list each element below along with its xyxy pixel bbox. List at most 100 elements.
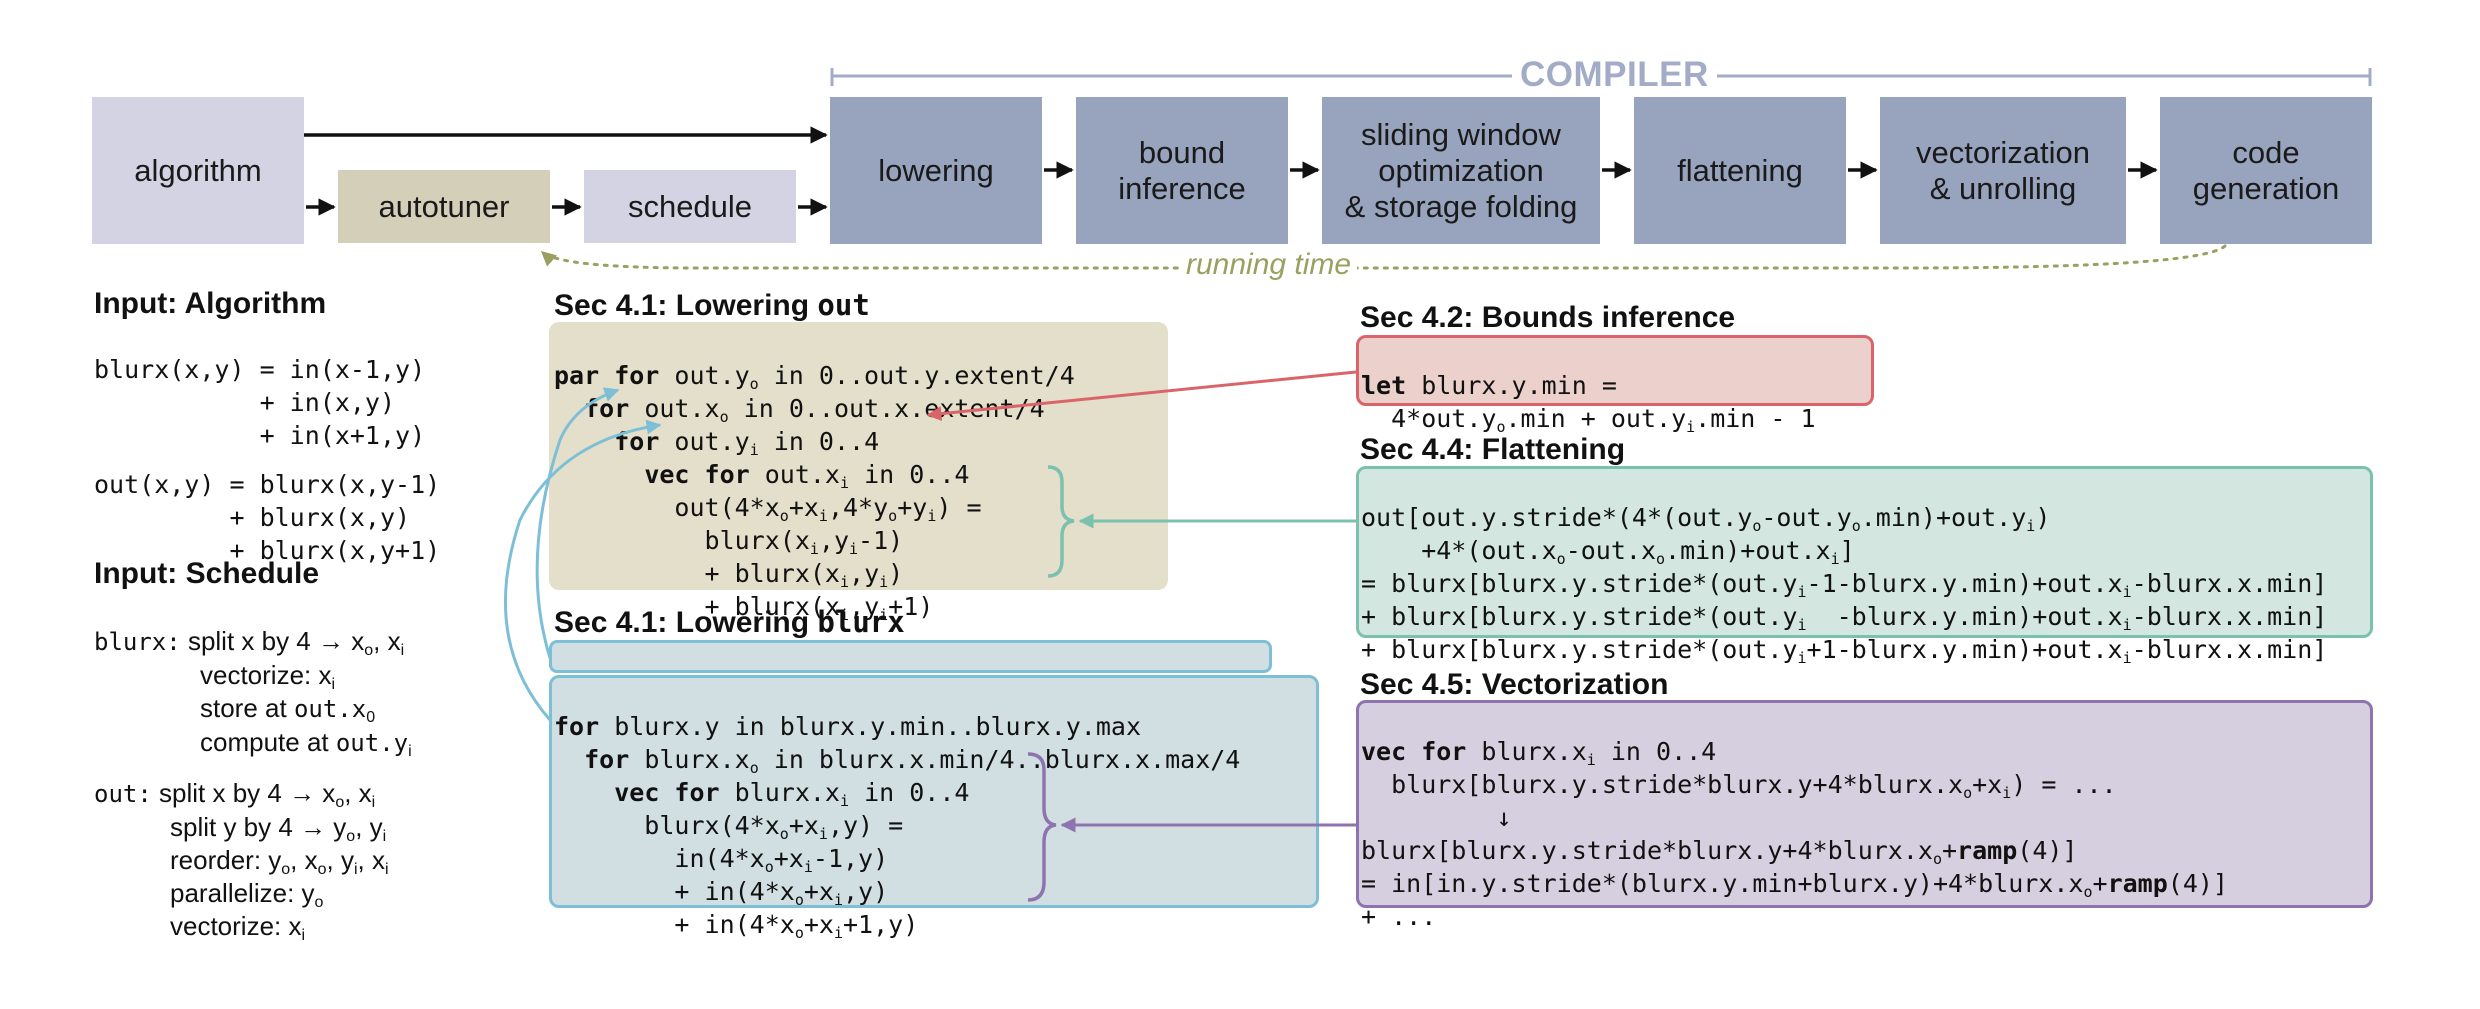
- kw: vec for: [614, 778, 720, 807]
- input-algorithm-title: Input: Algorithm: [94, 287, 327, 320]
- stage-lowering: lowering: [830, 97, 1042, 244]
- sub: o: [346, 828, 356, 845]
- directive-vectorize: vectorize: x: [200, 660, 332, 690]
- kw: for: [584, 745, 630, 774]
- blurx-compute-arrow: [504, 419, 662, 721]
- directive-reorder: reorder: y: [170, 845, 282, 875]
- schedule-label: schedule: [627, 188, 753, 224]
- schedule-box: schedule: [584, 170, 796, 243]
- sub: o: [364, 642, 374, 659]
- stage-code-generation: code generation: [2160, 97, 2372, 244]
- schedule-func-blurx: blurx:: [94, 628, 181, 656]
- directive-compute: compute at: [200, 727, 336, 757]
- sec-lowering-blurx-title: Sec 4.1: Lowering blurx: [554, 605, 905, 640]
- pipeline-arrows: [304, 126, 2158, 216]
- kw-ramp: ramp: [1957, 836, 2018, 865]
- sep: ,: [344, 778, 359, 808]
- sub: i: [385, 861, 389, 878]
- lowering-out-code: par for out.yo in 0..out.y.extent/4 for …: [554, 361, 1075, 624]
- directive-split-y: split y by 4 → y: [170, 812, 347, 842]
- input-schedule-title: Input: Schedule: [94, 557, 319, 590]
- sec-lowering-out-title: Sec 4.1: Lowering out: [554, 288, 870, 323]
- sec-vectorization-title: Sec 4.5: Vectorization: [1360, 668, 1669, 701]
- stage-label: bound inference: [1118, 134, 1246, 206]
- figure: algorithm autotuner schedule lowering bo…: [92, 55, 2373, 944]
- code-line: + in(x,y): [94, 388, 396, 417]
- sub: i: [353, 861, 358, 878]
- sub: 0: [366, 709, 376, 726]
- kw: for: [554, 712, 600, 741]
- directive-split: split x by 4 → x: [187, 626, 365, 656]
- sep: ,: [373, 626, 388, 656]
- compiler-label: COMPILER: [1512, 55, 1717, 95]
- directive-split-x: split x by 4 → x: [159, 778, 336, 808]
- sec-flattening-title: Sec 4.4: Flattening: [1360, 433, 1626, 466]
- kw: let: [1361, 371, 1407, 400]
- stage-label: sliding window optimization & storage fo…: [1344, 116, 1578, 224]
- algorithm-box: algorithm: [92, 97, 304, 244]
- stage-label: vectorization & unrolling: [1915, 134, 2091, 206]
- sub: i: [400, 642, 405, 659]
- arrow-down-icon: ↓: [1496, 803, 1512, 832]
- kw: vec for: [644, 460, 750, 489]
- flattening-panel: [1356, 466, 2373, 638]
- vectorization-brace: [1027, 752, 1057, 902]
- code-line: blurx(x,y) = in(x-1,y): [94, 355, 426, 384]
- stage-vectorization: vectorization & unrolling: [1880, 97, 2126, 244]
- sep: ,: [355, 812, 370, 842]
- sub: o: [335, 794, 345, 811]
- bounds-arrow: [926, 370, 1357, 422]
- title-text: Sec 4.1: Lowering: [554, 606, 818, 639]
- bounds-panel: [1356, 335, 1874, 406]
- kw: vec for: [1361, 737, 1467, 766]
- autotuner-label: autotuner: [378, 188, 510, 224]
- sub: i: [408, 743, 412, 760]
- flattening-code: out[out.y.stride*(4*(out.yo-out.yo.min)+…: [1361, 503, 2328, 667]
- code-line: + in(x+1,y): [94, 421, 426, 450]
- vectorization-code: vec for blurx.xi in 0..4 blurx[blurx.y.s…: [1361, 737, 2228, 931]
- autotuner-box: autotuner: [338, 170, 550, 243]
- running-time-label: running time: [1180, 248, 1358, 282]
- vectorization-panel: [1356, 700, 2373, 908]
- blurx-alloc-arrow: [535, 387, 620, 659]
- sec-bounds-title: Sec 4.2: Bounds inference: [1360, 301, 1736, 334]
- sub: o: [281, 861, 291, 878]
- directive-vectorize: vectorize: x: [170, 911, 302, 941]
- code-line: + blurx(x,y+1): [94, 536, 441, 565]
- code-line: out(x,y) = blurx(x,y-1): [94, 470, 441, 499]
- stage-label: lowering: [878, 152, 994, 188]
- sub: i: [382, 828, 387, 845]
- schedule-func-out: out:: [94, 780, 152, 808]
- alloc-panel: [549, 640, 1272, 673]
- lowering-blurx-panel: [549, 675, 1319, 908]
- stage-flattening: flattening: [1634, 97, 1846, 244]
- title-text: Sec 4.1: Lowering: [554, 289, 818, 322]
- store-target: out.x: [293, 695, 367, 723]
- sub: i: [331, 676, 336, 693]
- title-code: blurx: [817, 605, 905, 639]
- algorithm-code: blurx(x,y) = in(x-1,y) + in(x,y) + in(x+…: [94, 320, 440, 633]
- connectors: [304, 68, 2372, 902]
- bounds-code: let blurx.y.min = 4*out.yo.min + out.yi.…: [1361, 371, 1816, 436]
- sub: i: [301, 927, 306, 944]
- stage-label: flattening: [1677, 152, 1803, 188]
- compute-target: out.y: [335, 729, 409, 757]
- sub: o: [314, 894, 324, 911]
- kw: par for: [554, 361, 660, 390]
- sub: i: [371, 794, 376, 811]
- stage-bound-inference: bound inference: [1076, 97, 1288, 244]
- directive-store: store at: [200, 693, 294, 723]
- sub: o: [317, 861, 327, 878]
- lowering-blurx-code: for blurx.y in blurx.y.min..blurx.y.max …: [554, 712, 1241, 942]
- running-time-arrow: [540, 244, 2227, 270]
- lowering-out-panel: [549, 322, 1168, 590]
- flattening-brace: [1047, 465, 1075, 578]
- title-code: out: [817, 288, 870, 322]
- code-line: + blurx(x,y): [94, 503, 411, 532]
- stage-label: code generation: [2192, 134, 2340, 206]
- directive-parallelize: parallelize: y: [170, 878, 315, 908]
- kw-ramp: ramp: [2107, 869, 2168, 898]
- stage-sliding-window: sliding window optimization & storage fo…: [1322, 97, 1600, 244]
